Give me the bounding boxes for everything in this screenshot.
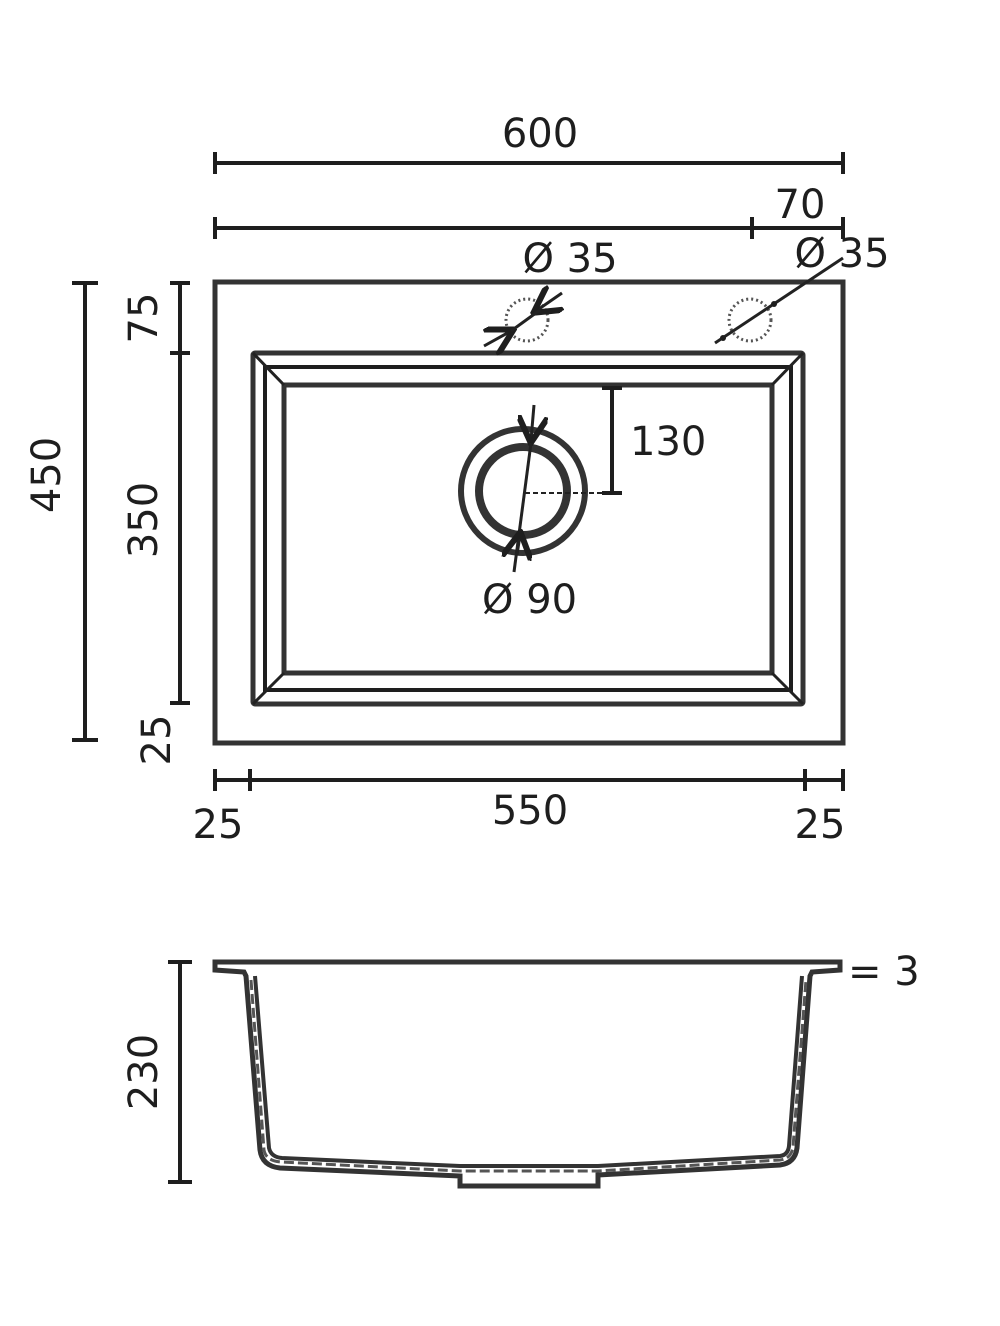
label-bowl-depth: 350: [121, 482, 167, 558]
dimension-width-parts: 25 550 25: [193, 769, 846, 848]
label-rim-back: 75: [121, 293, 167, 344]
label-drain-diameter: Ø 90: [482, 577, 577, 623]
dimension-tap-offset: 70: [213, 182, 845, 239]
tap-hole-1: [484, 293, 562, 346]
label-tap-hole-1: Ø 35: [522, 236, 617, 282]
label-drain-offset: 130: [630, 419, 706, 465]
sink-outline: [212, 279, 846, 746]
label-section-height: 230: [121, 1034, 167, 1110]
bowl-rim: [250, 350, 806, 707]
label-tap-hole-2: Ø 35: [794, 231, 889, 277]
drain: [458, 386, 622, 573]
label-rim-thickness: = 3: [848, 949, 920, 995]
dimension-depth-total: 450: [24, 281, 98, 742]
label-bowl-width: 550: [492, 788, 568, 834]
label-depth-total: 450: [24, 437, 70, 513]
label-rim-right: 25: [795, 802, 846, 848]
label-rim-front: 25: [134, 715, 180, 766]
tap-hole-2: [714, 256, 844, 345]
section-height-dimension: 230: [121, 960, 192, 1184]
dimension-width-total: 600: [213, 111, 845, 174]
label-rim-left: 25: [193, 802, 244, 848]
sink-section-profile: [212, 959, 843, 1189]
label-tap-offset: 70: [775, 182, 826, 228]
dimension-depth-parts: 75 350 25: [121, 281, 190, 766]
label-width-total: 600: [502, 111, 578, 157]
